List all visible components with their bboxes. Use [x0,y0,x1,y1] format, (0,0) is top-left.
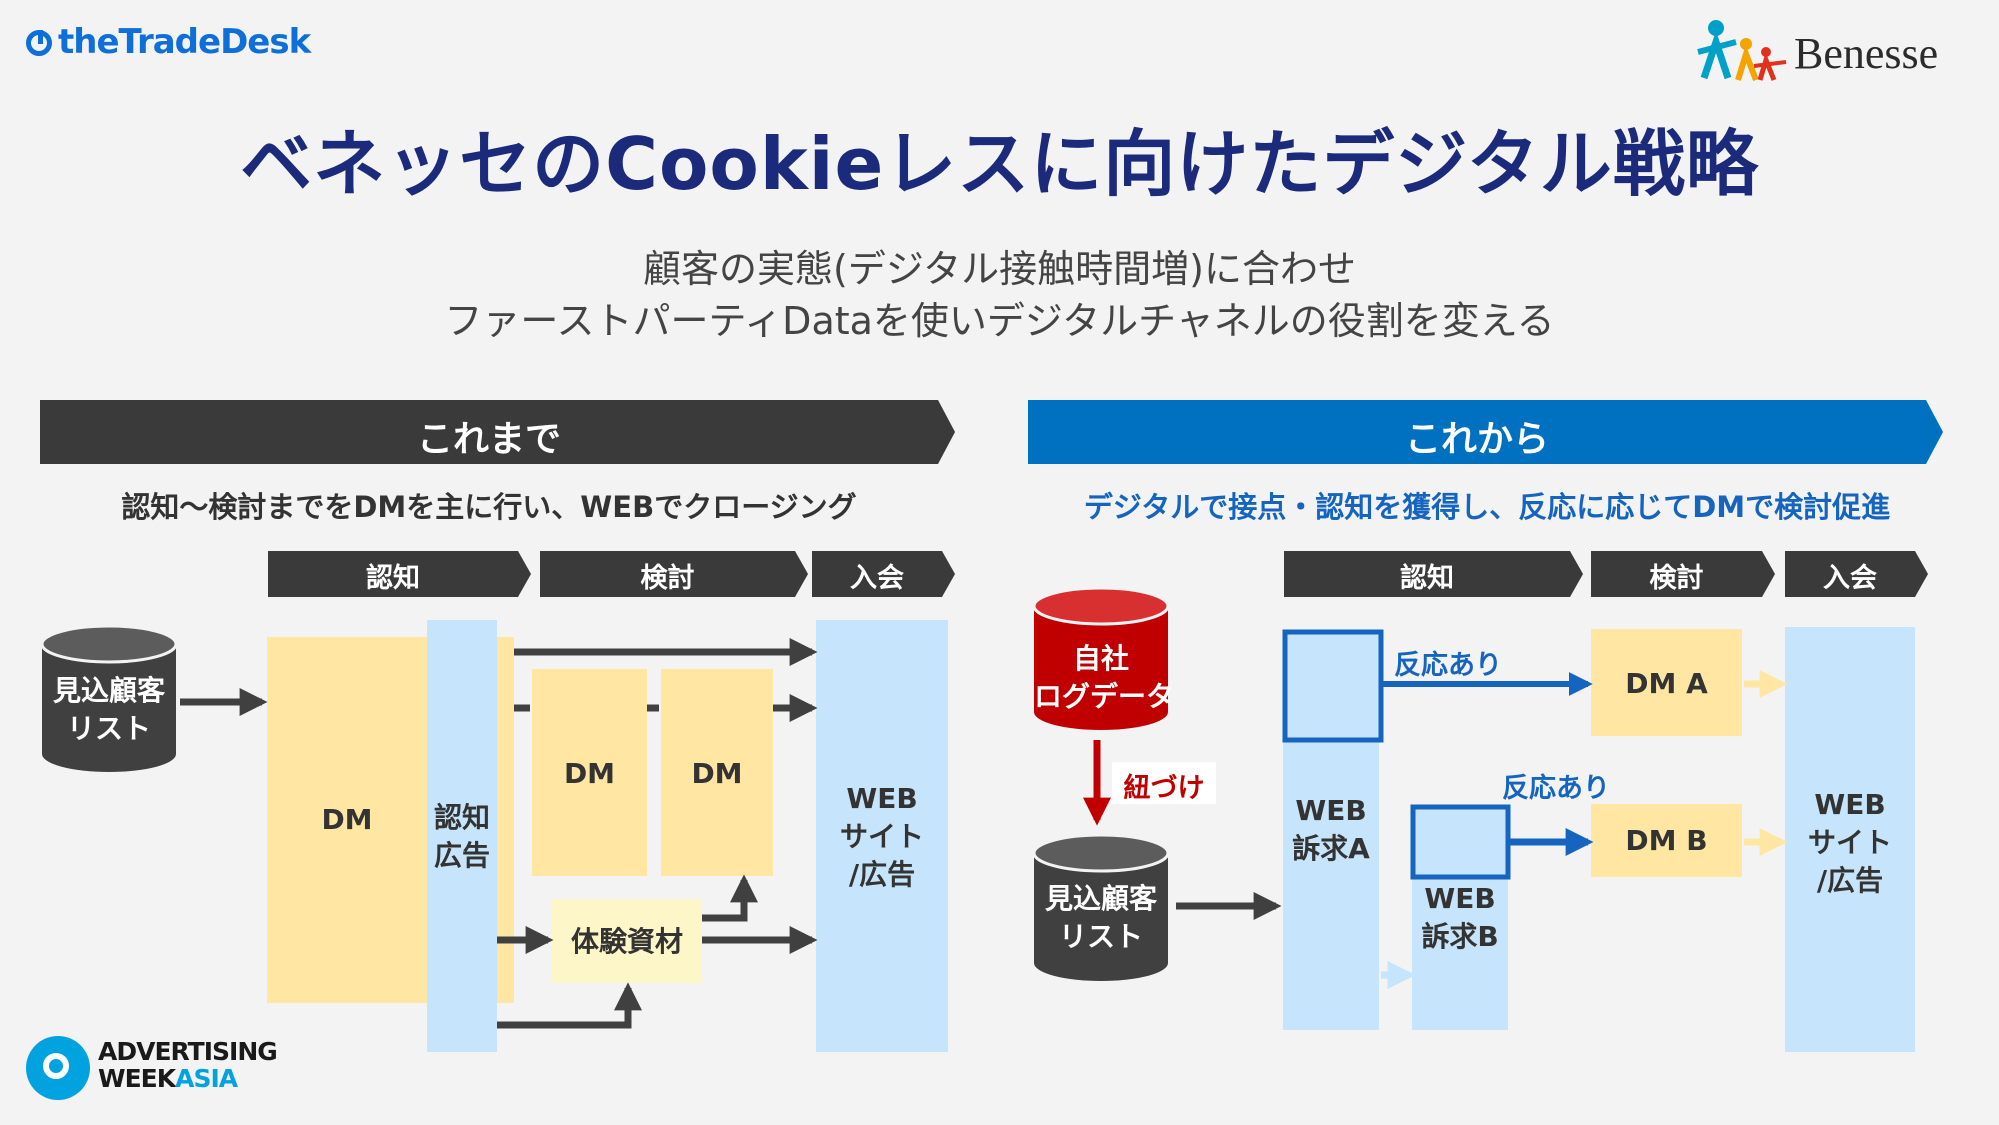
dm-a-box [1591,629,1742,736]
left-prospect-cylinder [40,624,178,772]
left-stage-join-shape [812,551,955,597]
web-appeal-a-label: WEB 訴求A [1292,794,1370,865]
left-awareness-ad-label: 認知 広告 [433,801,490,872]
left-stage-awareness-shape [268,551,531,597]
web-appeal-a-box [1283,630,1379,1030]
benesse-logo-icon [1697,20,1787,82]
banner-after-shape [1028,400,1943,464]
banner-before: これまで [416,419,561,460]
web-appeal-b-frame [1410,804,1511,880]
response-label-2: 反応あり [1502,773,1610,804]
left-prospect-list-label: 見込顧客 リスト [52,674,165,745]
web-appeal-a-frame [1282,629,1384,743]
left-awareness-ad-box [427,620,497,1052]
right-stage-join-shape [1785,551,1928,597]
right-stage-awareness-shape [1284,551,1583,597]
left-dm-2-label: DM [691,757,743,790]
own-log-data-cylinder [1032,586,1170,730]
dm-b-label: DM B [1625,824,1708,857]
right-web-site-box [1785,627,1915,1052]
response-label-1: 反応あり [1394,650,1502,681]
advertising-week-asia-logo: ADVERTISING WEEKASIA [98,1037,278,1093]
right-web-site-label: WEB サイト /広告 [1807,788,1892,897]
benesse-logo-text: Benesse [1794,29,1939,78]
left-web-site-label: WEB サイト /広告 [839,782,924,891]
banner-after: これから [1404,419,1549,460]
ttd-logo-icon [26,30,52,56]
right-stage-consideration-shape [1591,551,1775,597]
left-dm-main-label: DM [321,803,373,836]
banner-before-shape [40,400,955,464]
left-dm-box-1 [532,669,647,876]
right-stage-join: 入会 [1823,563,1877,594]
left-arrow-trial-to-dm2 [702,874,758,922]
right-stage-consideration: 検討 [1649,563,1704,594]
own-log-data-label: 自社 ログデータ [1034,642,1175,713]
left-stage-consideration-shape [540,551,808,597]
advertising-week-logo-icon [26,1036,90,1100]
web-appeal-b-label: WEB 訴求B [1421,882,1499,953]
left-stage-join: 入会 [850,563,904,594]
left-arrow-bottom-to-trial [497,982,642,1029]
left-stage-consideration: 検討 [640,563,695,594]
right-prospect-cylinder [1032,833,1170,981]
the-trade-desk-logo: theTradeDesk [26,22,311,62]
left-dm-1-label: DM [563,757,616,790]
web-appeal-b-box [1412,807,1508,1030]
subtitle-line-2: ファーストパーティDataを使いデジタルチャネルの役割を変える [444,299,1555,343]
left-web-site-box [816,620,948,1052]
right-prospect-list-label: 見込顧客 リスト [1044,882,1157,953]
left-trial-material-label: 体験資材 [570,925,683,958]
dm-a-label: DM A [1625,667,1708,700]
subtitle-line-1: 顧客の実態(デジタル接触時間増)に合わせ [643,247,1356,291]
left-trial-material-box [552,899,702,983]
dm-b-box [1591,804,1742,877]
page-title: ベネッセのCookieレスに向けたデジタル戦略 [240,122,1759,206]
link-label-bg [1112,762,1216,804]
link-label: 紐づけ [1123,773,1205,804]
left-description: 認知～検討までをDMを主に行い、WEBでクロージング [121,490,857,524]
right-stage-awareness: 認知 [1400,563,1454,594]
right-description: デジタルで接点・認知を獲得し、反応に応じてDMで検討促進 [1083,490,1891,524]
left-dm-box-2 [661,669,773,876]
left-stage-awareness: 認知 [366,563,420,594]
